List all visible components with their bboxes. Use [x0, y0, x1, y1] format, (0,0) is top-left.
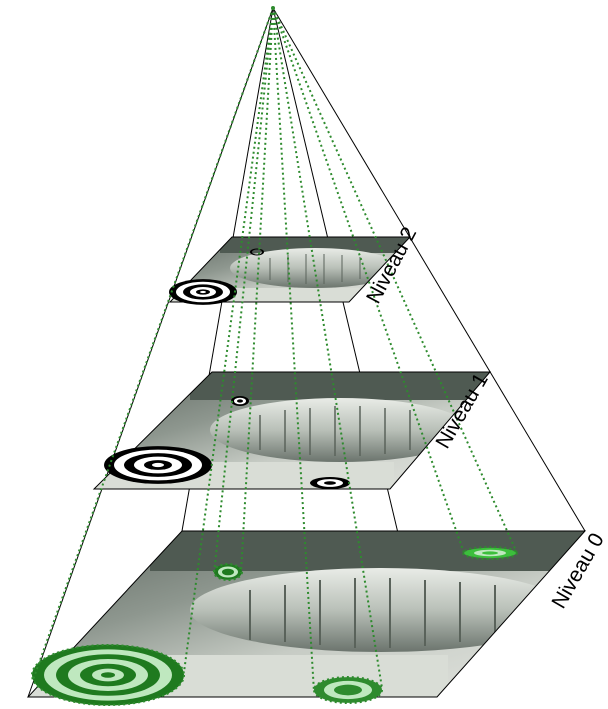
apex-point-icon	[271, 6, 275, 10]
